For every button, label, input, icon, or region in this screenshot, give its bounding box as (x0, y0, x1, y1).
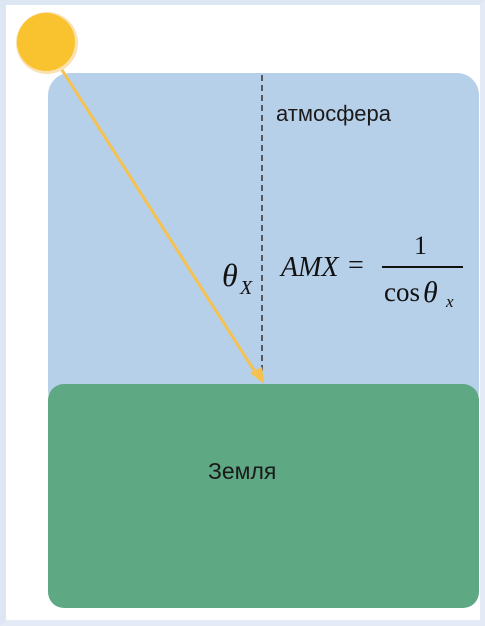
formula-fraction-bar (382, 266, 463, 268)
angle-subscript: X (240, 277, 252, 300)
sun-ray-line (62, 70, 257, 375)
angle-symbol: θ (222, 257, 238, 294)
ground-label: Земля (208, 458, 276, 485)
formula-denominator-subscript: x (446, 292, 454, 312)
formula-denominator-symbol: θ (423, 276, 438, 310)
formula-equals: = (348, 250, 364, 282)
formula-numerator: 1 (414, 231, 427, 261)
sun-icon (16, 12, 78, 74)
formula-denominator-func: cos (384, 277, 420, 308)
formula-lhs: AMX (281, 252, 339, 284)
atmosphere-label: атмосфера (276, 101, 391, 127)
